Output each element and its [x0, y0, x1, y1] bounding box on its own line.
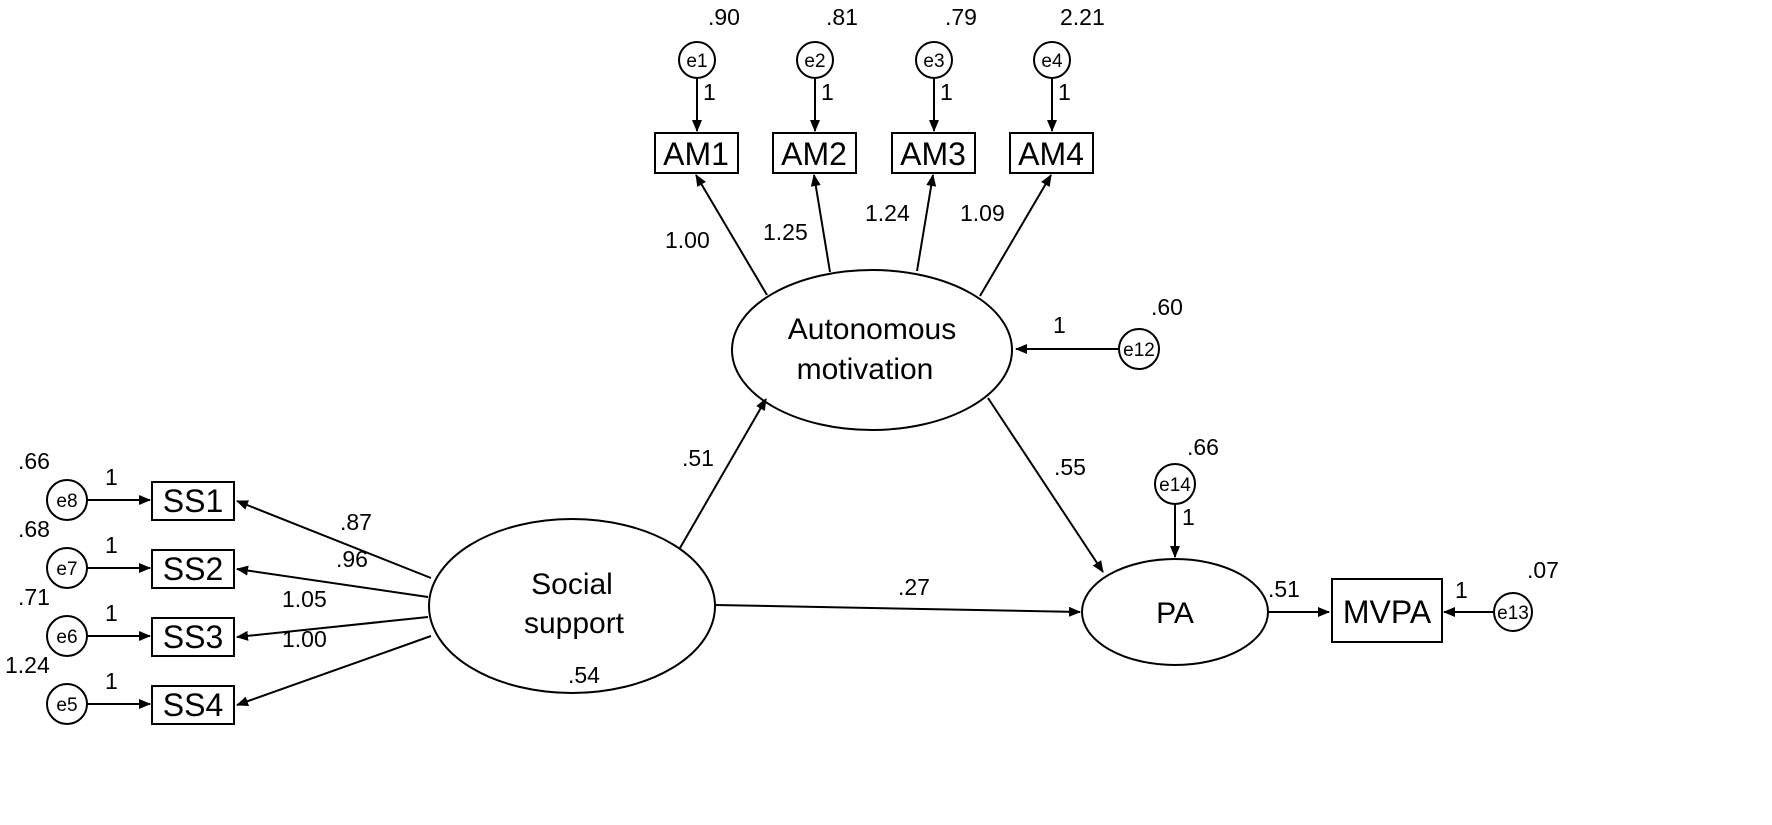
e8-weight: 1 [105, 464, 118, 490]
e6-weight: 1 [105, 600, 118, 626]
error-e4: e4 [1033, 41, 1071, 79]
error-e12: e12 [1118, 328, 1160, 370]
svg-text:Social: Social [531, 568, 613, 601]
e5-variance: 1.24 [5, 652, 50, 678]
svg-text:SS2: SS2 [163, 551, 223, 587]
svg-text:e12: e12 [1123, 340, 1155, 361]
e12-variance: .60 [1151, 294, 1183, 320]
svg-text:SS4: SS4 [163, 687, 223, 723]
error-e3: e3 [915, 41, 953, 79]
e2-variance: .81 [826, 4, 858, 30]
e2-weight: 1 [821, 79, 834, 105]
svg-text:AM2: AM2 [781, 136, 847, 172]
loading-ss3 [236, 616, 429, 641]
svg-text:e14: e14 [1159, 475, 1191, 496]
loading-am2 [810, 174, 831, 273]
svg-text:AM3: AM3 [900, 136, 966, 172]
error-e13: e13 [1493, 592, 1533, 632]
indicator-am2: AM2 [772, 132, 857, 174]
e1-variance: .90 [708, 4, 740, 30]
svg-text:e7: e7 [56, 559, 77, 580]
e4-weight: 1 [1058, 79, 1071, 105]
indicator-ss2: SS2 [151, 549, 235, 589]
indicator-am3: AM3 [891, 132, 976, 174]
e3-variance: .79 [945, 4, 977, 30]
e7-weight: 1 [105, 532, 118, 558]
svg-text:e6: e6 [56, 627, 77, 648]
loading-ss4 [236, 635, 432, 707]
path-ss-to-pa-value: .27 [898, 574, 930, 600]
e3-weight: 1 [940, 79, 953, 105]
indicator-ss1: SS1 [151, 481, 235, 521]
loading-am4-value: 1.09 [960, 200, 1005, 226]
svg-text:e4: e4 [1041, 51, 1063, 72]
e13-variance: .07 [1527, 557, 1559, 583]
indicator-am4: AM4 [1009, 132, 1094, 174]
path-ss-to-am [679, 398, 767, 549]
indicator-am1: AM1 [654, 132, 739, 174]
error-e6: e6 [46, 615, 88, 657]
svg-text:e13: e13 [1497, 603, 1529, 624]
indicator-ss3: SS3 [151, 617, 235, 657]
path-ss-to-am-value: .51 [682, 445, 714, 471]
e5-weight: 1 [105, 668, 118, 694]
path-ss-to-pa [714, 604, 1081, 617]
loading-ss3-value: 1.05 [282, 586, 327, 612]
loading-ss1 [236, 500, 432, 579]
path-am-to-pa [987, 397, 1104, 573]
loading-am3 [916, 174, 937, 272]
error-e7: e7 [46, 547, 88, 589]
loading-am1-value: 1.00 [665, 227, 710, 253]
loading-am3-value: 1.24 [865, 200, 910, 226]
loading-am1 [695, 174, 768, 296]
loading-am4 [979, 174, 1052, 297]
svg-text:e2: e2 [804, 51, 825, 72]
error-e1: e1 [678, 41, 716, 79]
indicator-ss4: SS4 [151, 685, 235, 725]
e14-variance: .66 [1187, 434, 1219, 460]
e13-weight: 1 [1455, 577, 1468, 603]
svg-text:e5: e5 [56, 695, 77, 716]
indicator-mvpa: MVPA [1331, 578, 1443, 643]
svg-text:SS1: SS1 [163, 483, 223, 519]
error-e5: e5 [46, 683, 88, 725]
svg-text:PA: PA [1156, 597, 1194, 630]
svg-text:SS3: SS3 [163, 619, 223, 655]
e12-weight: 1 [1053, 312, 1066, 338]
svg-text:e1: e1 [686, 51, 707, 72]
loading-ss2-value: .96 [336, 546, 368, 572]
svg-text:AM1: AM1 [663, 136, 729, 172]
loading-ss4-value: 1.00 [282, 626, 327, 652]
latent-pa: PA [1081, 558, 1269, 666]
e1-weight: 1 [703, 79, 716, 105]
loading-mvpa-value: .51 [1268, 576, 1300, 602]
svg-text:AM4: AM4 [1018, 136, 1084, 172]
svg-text:e3: e3 [923, 51, 944, 72]
e8-variance: .66 [18, 448, 50, 474]
svg-text:support: support [524, 607, 625, 640]
e14-weight: 1 [1182, 504, 1195, 530]
social-support-variance: .54 [568, 662, 600, 688]
svg-text:motivation: motivation [797, 353, 934, 386]
e7-variance: .68 [18, 516, 50, 542]
error-e8: e8 [46, 479, 88, 521]
path-am-to-pa-value: .55 [1054, 454, 1086, 480]
error-e2: e2 [796, 41, 834, 79]
latent-social-support: Social support [428, 518, 716, 694]
latent-autonomous-motivation: Autonomous motivation [731, 269, 1013, 431]
loading-ss1-value: .87 [340, 509, 372, 535]
e4-variance: 2.21 [1060, 4, 1105, 30]
error-e14: e14 [1154, 463, 1196, 505]
svg-text:e8: e8 [56, 491, 77, 512]
loading-am2-value: 1.25 [763, 219, 808, 245]
svg-text:MVPA: MVPA [1343, 594, 1432, 630]
e6-variance: .71 [18, 584, 50, 610]
svg-text:Autonomous: Autonomous [788, 313, 956, 346]
loading-ss2 [236, 565, 429, 598]
